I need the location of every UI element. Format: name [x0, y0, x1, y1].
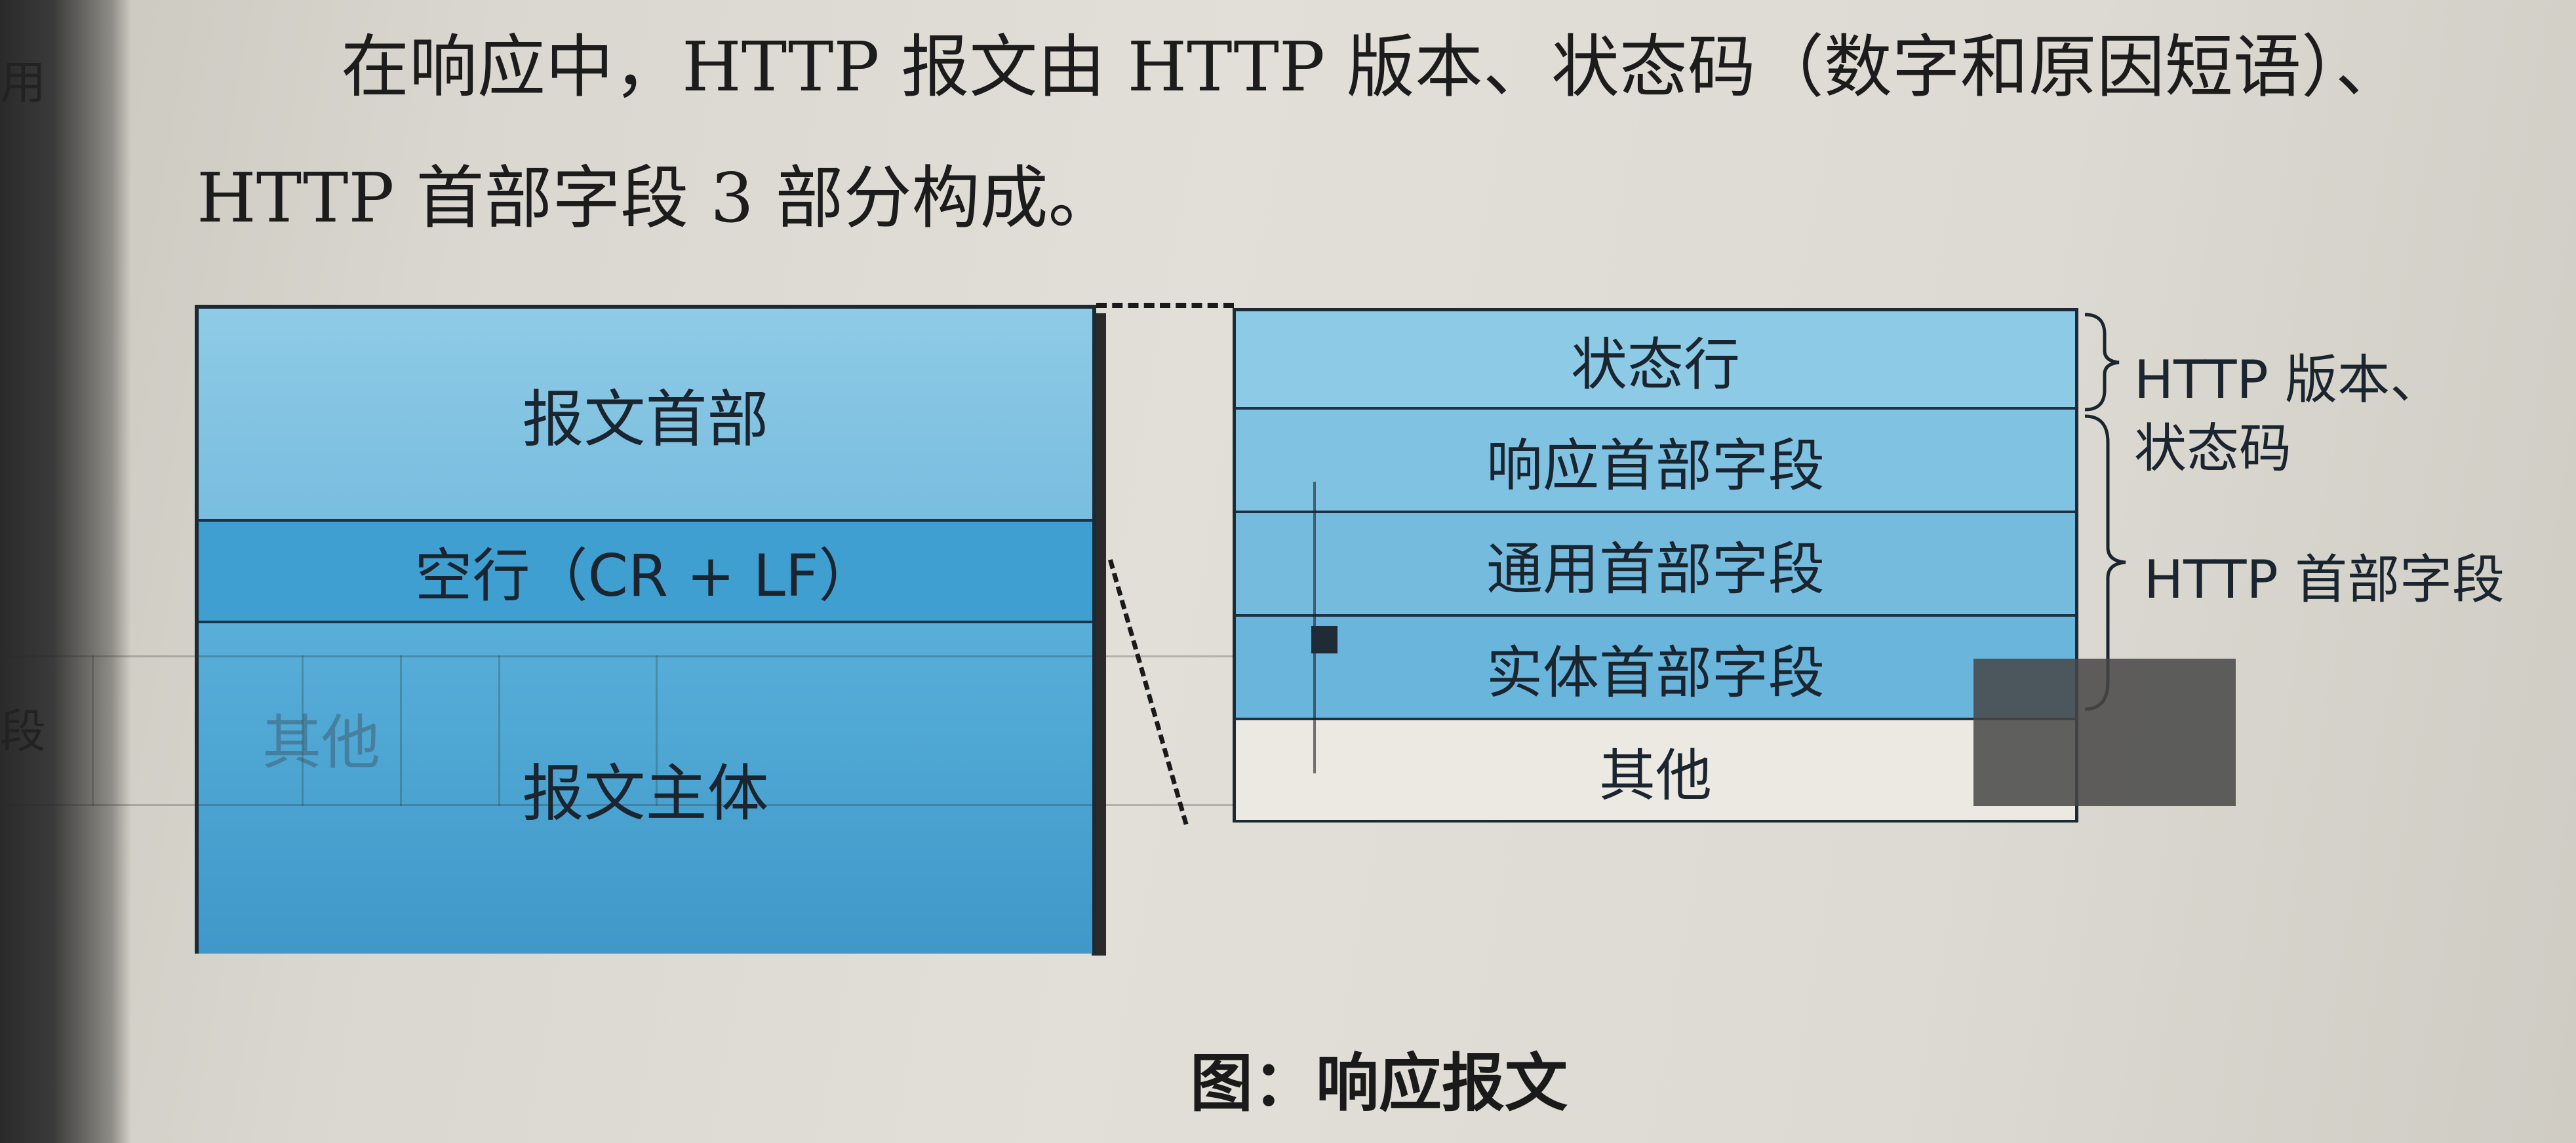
annotation-status-line-l2: 状态码	[2134, 418, 2291, 479]
annotation-status-line-l1: HTTP 版本、	[2134, 349, 2443, 410]
other-row: 其他	[1236, 720, 2075, 820]
connector-top-dashed	[1096, 303, 1234, 308]
response-message-block: 报文首部 空行（CR + LF） 报文主体	[195, 305, 1096, 954]
ghost-table-overlay	[0, 655, 1311, 806]
page-binding-shadow	[0, 0, 131, 1143]
message-body-row: 报文主体	[199, 623, 1092, 954]
annotation-header-fields: HTTP 首部字段	[2144, 549, 2505, 610]
response-header-row: 响应首部字段	[1236, 410, 2075, 513]
ghost-other-label: 其他	[262, 708, 380, 777]
message-header-row: 报文首部	[199, 309, 1092, 522]
left-edge-fragment: 用	[0, 56, 46, 109]
overlay-grey-box	[1973, 659, 2236, 806]
blank-line-row: 空行（CR + LF）	[199, 522, 1092, 623]
paragraph-line-2: HTTP 首部字段 3 部分构成。	[197, 158, 1117, 238]
left-edge-fragment: 段	[0, 705, 46, 758]
figure-caption: 图：响应报文	[1190, 1047, 1568, 1120]
entity-header-row: 实体首部字段	[1236, 617, 2075, 720]
status-line-row: 状态行	[1236, 311, 2075, 410]
message-header-detail-block: 状态行 响应首部字段 通用首部字段 实体首部字段 其他	[1233, 308, 2078, 823]
selection-handle[interactable]	[1311, 626, 1338, 653]
paragraph-line-1: 在响应中，HTTP 报文由 HTTP 版本、状态码（数字和原因短语）、	[341, 27, 2404, 107]
brace-status-line	[2084, 313, 2120, 412]
general-header-row: 通用首部字段	[1236, 513, 2075, 617]
